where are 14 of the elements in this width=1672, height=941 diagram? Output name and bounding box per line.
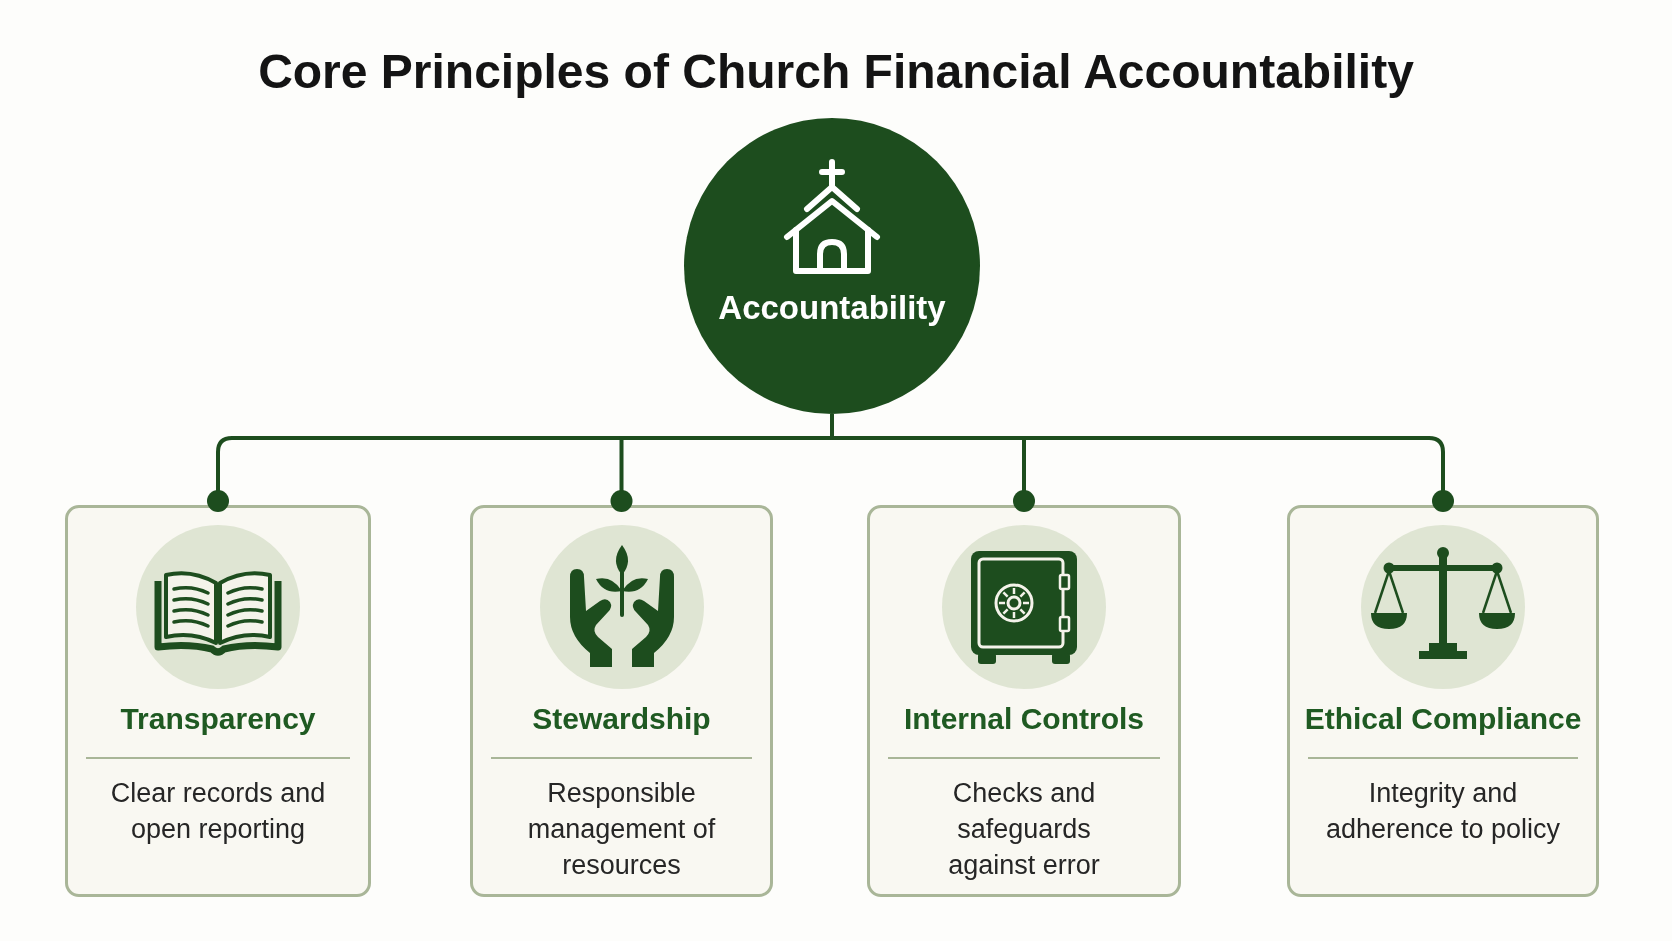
card-description: Integrity and adherence to policy	[1324, 777, 1562, 846]
hub-label: Accountability	[718, 288, 946, 328]
principle-card	[1287, 505, 1599, 897]
page-title: Core Principles of Church Financial Accountability	[258, 44, 1414, 100]
principle-card	[867, 505, 1181, 897]
card-description: Checks and safeguards against error	[947, 777, 1101, 882]
principle-card	[65, 505, 371, 897]
card-heading: Internal Controls	[904, 701, 1144, 737]
card-heading: Transparency	[120, 701, 316, 737]
card-heading: Stewardship	[532, 701, 711, 737]
principle-card	[470, 505, 773, 897]
card-heading: Ethical Compliance	[1304, 701, 1582, 737]
card-description: Clear records and open reporting	[109, 777, 327, 846]
card-description: Responsible management of resources	[526, 777, 717, 882]
